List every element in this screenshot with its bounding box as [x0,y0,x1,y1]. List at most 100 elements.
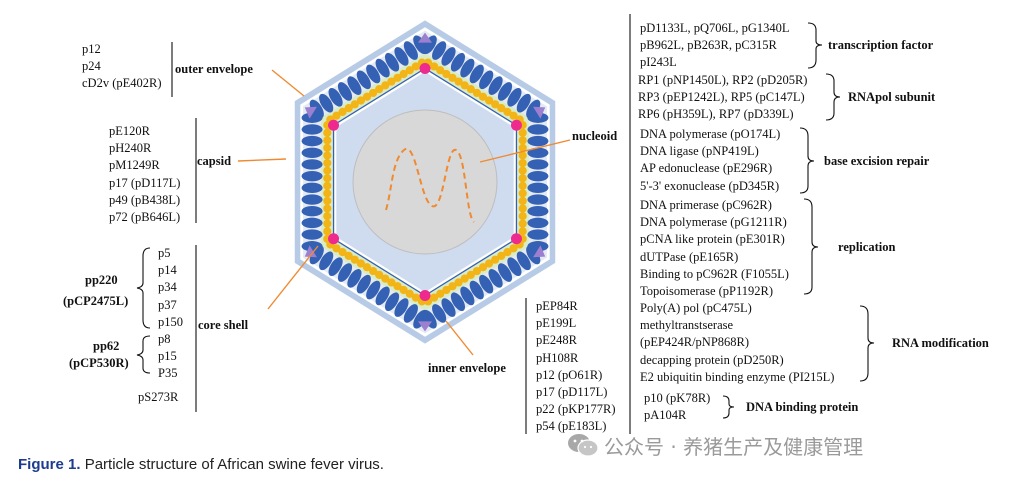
base-excision-repair-list: DNA polymerase (pO174L) DNA ligase (pNP4… [640,126,780,195]
vertex-protein [328,233,340,245]
core-shell-protein [491,100,500,109]
capsid-protein [479,70,494,90]
capsid-protein [328,87,343,107]
list-item: p10 (pK78R) [644,391,711,405]
rnapol-list: RP1 (pNP1450L), RP2 (pD205R) RP3 (pEP124… [638,72,807,124]
capsid-protein [432,304,447,323]
core-shell-protein [454,278,463,287]
arrow-inner-envelope [445,320,474,356]
core-shell-protein [460,274,469,283]
core-shell-protein [350,255,359,264]
list-item: dUTPase (pE165R) [640,249,739,264]
core-shell-protein [472,266,481,276]
list-item: DNA polymerase (pG1211R) [640,215,787,230]
capsid-protein [337,82,353,101]
capsid-protein [375,58,390,78]
dna-genome [385,147,475,223]
list-item: pA104R [644,408,687,423]
core-shell-protein [518,204,527,213]
capsid-protein [309,99,324,119]
list-item: pB962L, pB263R, pC315R [640,38,777,53]
list-item: DNA primerase (pC962R) [640,198,772,212]
list-item: pE199L [536,316,577,331]
core-shell-protein [485,259,494,268]
transcription-factor-title: transcription factor [828,38,934,52]
capsid-protein [432,41,447,60]
list-item: Topoisomerase (pP1192R) [640,284,774,299]
core-shell-protein [344,251,353,260]
capsid-protein [319,251,334,271]
core-shell-protein [509,111,518,120]
list-item: decapping protein (pD250R) [640,352,784,367]
list-item: p15 [158,349,177,364]
core-shell-protein [323,189,332,198]
capsid-protein [413,309,428,329]
penton-triangle [304,106,317,119]
capsid-protein [527,229,549,240]
list-item: pEP84R [536,299,578,313]
dna-binding-list: p10 (pK78R) pA104R [644,390,710,424]
arrow-core-shell [267,245,319,310]
capsid-protein [441,298,456,317]
list-item: RP3 (pEP1242L), RP5 (pC147L) [638,90,805,105]
list-item: methyltranstserase [640,318,734,333]
replication-title: replication [838,240,896,254]
core-shell-protein [518,174,527,183]
core-shell-protein [430,62,439,71]
list-item: (pEP424R/pNP868R) [640,335,750,350]
capsid-protein [413,35,428,55]
list-item: p37 [158,297,177,312]
core-shell-protein [503,248,512,257]
rna-modification-list: Poly(A) pol (pC475L) methyltranstserase … [640,300,834,386]
core-shell-protein [387,278,396,287]
inner-envelope-list: pEP84R pE199L pE248R pH108R p12 (pO61R) … [536,298,616,436]
core-shell-protein [338,248,347,257]
core-shell-protein [323,158,332,168]
capsid-protein [516,93,531,113]
core-shell-protein [478,263,488,272]
pp62-list: p8 p15 P35 [158,331,177,383]
capsid-protein [301,159,323,170]
capsid-protein [527,217,549,229]
capsid-protein [527,147,549,158]
capsid-protein [337,263,353,282]
core-shell-protein [332,111,341,120]
core-shell-protein [491,255,500,264]
pp62-gene-label: (pCP530R) [69,356,129,370]
vertex-protein [510,233,522,245]
core-shell-protein [375,270,384,279]
pp62-label: pp62 [93,339,120,353]
core-shell-protein [323,212,332,221]
arrow-nucleoid [479,139,571,163]
nucleoid-circle [352,109,498,255]
list-item: p49 (pB438L) [109,192,181,207]
list-item: pE248R [536,333,577,348]
core-shell-protein [381,274,390,283]
figure-caption-text: Particle structure of African swine feve… [84,456,384,473]
inner-envelope-label: inner envelope [428,361,506,375]
vertex-protein [328,119,340,131]
core-shell-protein [485,96,494,105]
capsid-protein [479,274,494,294]
list-item: pM1249R [109,158,160,173]
core-shell-protein [518,128,527,137]
core-shell-protein [448,282,457,291]
capsid-protein [301,124,323,135]
penton-triangle [304,245,317,258]
core-shell-protein [375,85,384,94]
capsid-protein [450,52,466,72]
core-shell-protein [518,219,527,228]
core-shell-protein [497,104,506,113]
capsid-protein [516,251,531,271]
list-item: pH108R [536,350,579,365]
capsid-protein [527,170,549,182]
capsid-protein [488,76,503,95]
core-shell-protein [460,81,469,90]
core-shell-protein [472,88,481,98]
capsid-list: pE120R pH240R pM1249R p17 (pD117L) p49 (… [109,123,180,226]
capsid-protein [319,93,334,113]
core-shell-protein [393,73,402,82]
vertex-protein [510,119,522,131]
watermark-text: 公众号 · 养猪生产及健康管理 [604,435,864,459]
list-item: Binding to pC962R (F1055L) [640,266,789,281]
